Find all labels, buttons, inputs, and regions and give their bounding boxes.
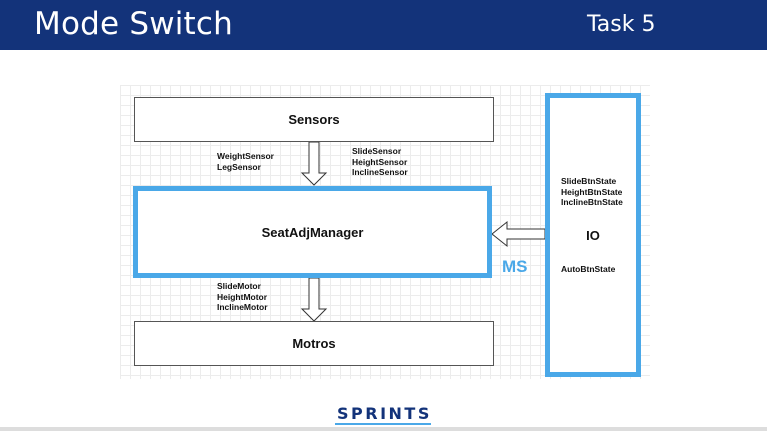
- signal-height-btn-state: HeightBtnState: [561, 186, 623, 197]
- signal-slide-btn-state: SlideBtnState: [561, 176, 617, 186]
- signal-incline-sensor: InclineSensor: [352, 167, 408, 177]
- io-box: IO: [545, 93, 641, 377]
- signal-auto-btn-state: AutoBtnState: [561, 264, 616, 274]
- seat-adj-manager-box: SeatAdjManager: [133, 186, 492, 278]
- io-to-manager-arrow: [491, 220, 546, 248]
- sprints-logo: SPRINTS: [337, 404, 432, 423]
- footer-divider: [0, 427, 767, 431]
- ms-label: MS: [502, 257, 528, 276]
- sensors-box: Sensors: [134, 97, 494, 142]
- slide-title: Mode Switch: [34, 6, 234, 42]
- slide-header: Mode Switch Task 5: [0, 0, 767, 50]
- sensors-to-manager-arrow: [300, 141, 328, 186]
- architecture-diagram: Sensors WeightSensor LegSensor SlideSens…: [120, 85, 650, 379]
- seat-adj-manager-label: SeatAdjManager: [261, 224, 364, 240]
- logo-underline: [335, 423, 431, 425]
- signal-slide-sensor: SlideSensor: [352, 146, 402, 156]
- signal-incline-btn-state: InclineBtnState: [561, 197, 623, 207]
- manager-to-motors-arrow: [300, 277, 328, 322]
- motors-label: Motros: [292, 336, 336, 351]
- sensors-right-signals: SlideSensor HeightSensor InclineSensor: [352, 146, 408, 178]
- signal-weight-sensor: WeightSensor: [217, 151, 274, 161]
- io-signals-top: SlideBtnState HeightBtnState InclineBtnS…: [561, 176, 623, 208]
- signal-leg-sensor: LegSensor: [217, 161, 261, 172]
- signal-height-sensor: HeightSensor: [352, 156, 408, 167]
- task-label: Task 5: [587, 12, 656, 37]
- diagram-arrows: [300, 141, 546, 322]
- io-signals-bottom: AutoBtnState: [561, 264, 615, 275]
- signal-incline-motor: InclineMotor: [217, 302, 268, 312]
- sensors-left-signals: WeightSensor LegSensor: [217, 151, 274, 172]
- motor-signals: SlideMotor HeightMotor InclineMotor: [217, 281, 268, 313]
- io-label: IO: [586, 227, 600, 243]
- motors-box: Motros: [134, 321, 494, 366]
- signal-slide-motor: SlideMotor: [217, 281, 261, 291]
- sensors-label: Sensors: [288, 112, 340, 127]
- signal-height-motor: HeightMotor: [217, 291, 268, 302]
